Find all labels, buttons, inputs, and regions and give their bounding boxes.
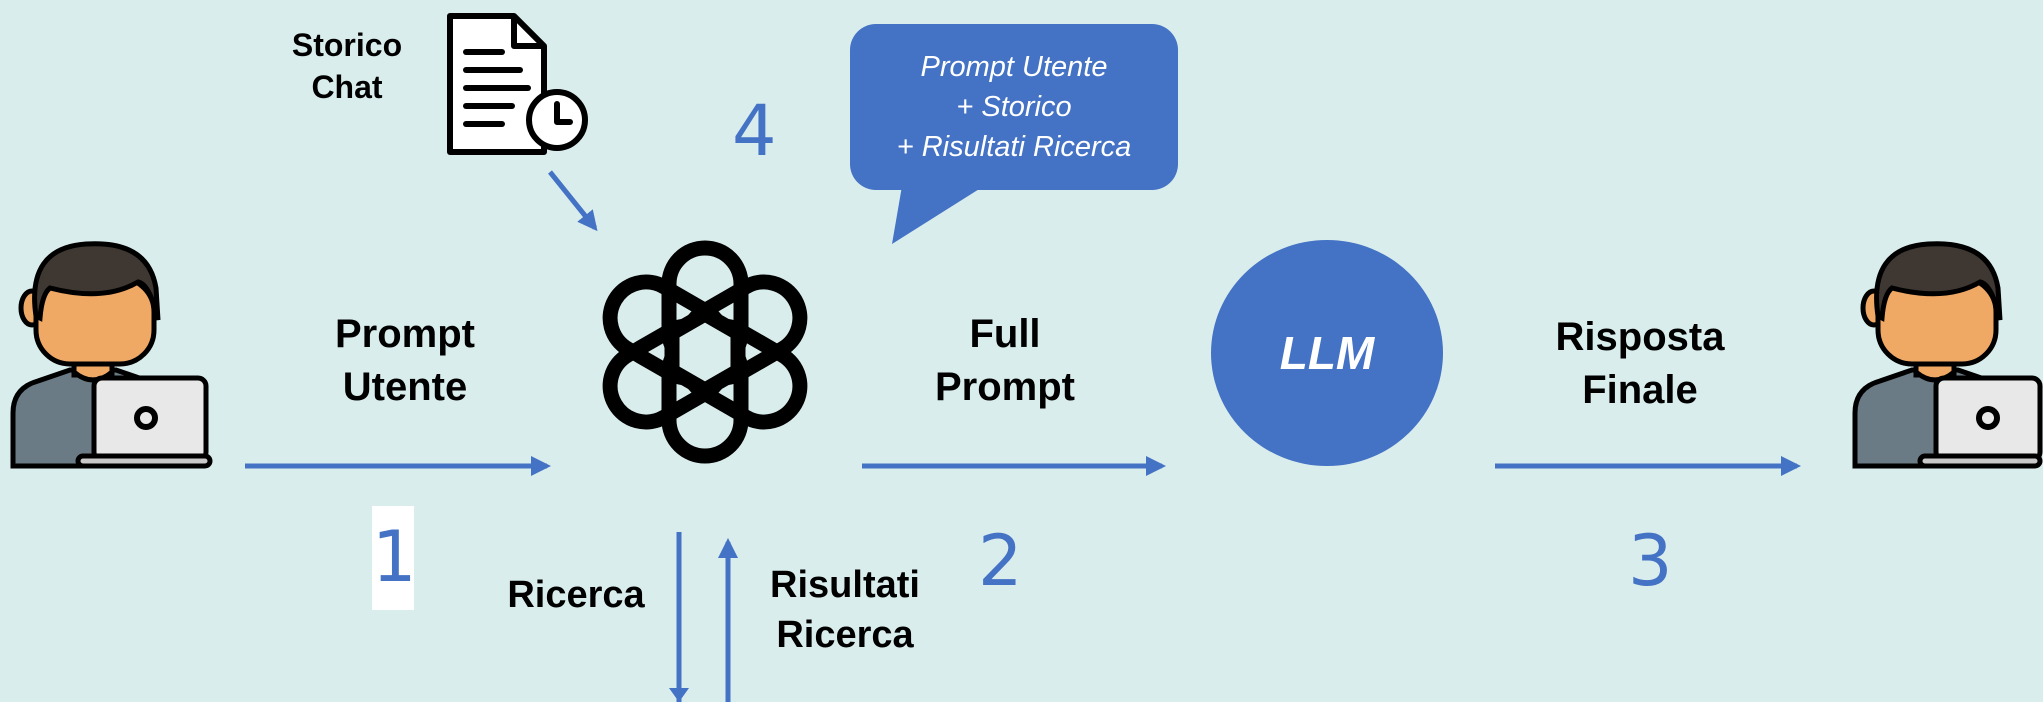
bubble-line-3: + Risultati Ricerca	[896, 131, 1132, 163]
step-3-label: Risposta Finale	[1555, 315, 1725, 412]
openai-logo-icon	[602, 240, 808, 464]
bubble-line-1: Prompt Utente	[920, 50, 1108, 83]
llm-node: LLM	[1211, 240, 1443, 466]
speech-bubble-tail	[892, 186, 984, 244]
step-2-label: Full Prompt	[935, 312, 1075, 409]
step-4-number: 4	[732, 90, 777, 172]
user-laptop-icon	[1852, 241, 2043, 469]
document-clock-icon	[447, 13, 588, 155]
bubble-line-2: + Storico	[956, 90, 1072, 123]
chat-history-label: Storico Chat	[291, 27, 403, 106]
step-3-number: 3	[1628, 520, 1673, 602]
arrow-ricerca-head	[669, 688, 689, 702]
search-query-label: Ricerca	[507, 574, 645, 616]
search-results-label: Risultati Ricerca	[770, 564, 920, 657]
llm-label: LLM	[1279, 327, 1375, 379]
step-1-number: 1	[372, 506, 417, 610]
user-laptop-icon	[10, 241, 213, 469]
step-2-number: 2	[978, 520, 1023, 602]
prompt-composition-bubble: Prompt Utente + Storico + Risultati Rice…	[850, 24, 1178, 190]
arrow-storico-chat	[548, 170, 598, 232]
step-1-label: Prompt Utente	[335, 312, 475, 409]
